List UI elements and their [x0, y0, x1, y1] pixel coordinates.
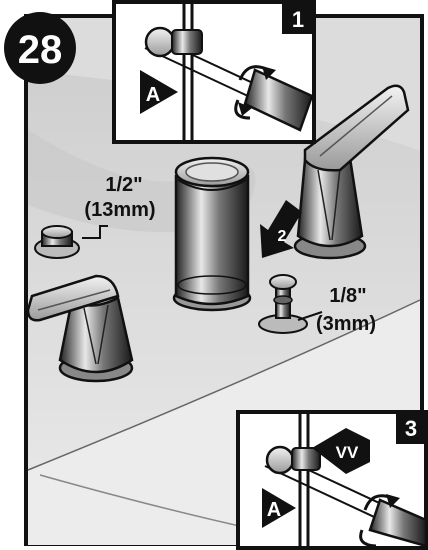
- inset-3-label-vv: VV: [336, 443, 359, 462]
- direction-arrow-2: 2: [260, 200, 302, 258]
- step-number-badge: 28: [4, 12, 76, 84]
- stopper-size-callout: 1/8" (3mm): [316, 285, 376, 335]
- cap-size-mm: (13mm): [84, 199, 155, 221]
- stopper-size-inch: 1/8": [329, 285, 366, 307]
- right-handle: [293, 84, 410, 260]
- step-number: 28: [18, 28, 63, 72]
- inset-1-number: 1: [292, 7, 304, 32]
- inset-3-number: 3: [405, 416, 417, 441]
- inset-1: 1 A: [112, 0, 316, 144]
- inset-1-label-a: A: [146, 84, 160, 106]
- cap-leader-line: [82, 225, 108, 239]
- cap-size-inch: 1/2": [105, 174, 142, 196]
- arrow-2-number: 2: [278, 228, 287, 245]
- left-handle: [26, 274, 134, 383]
- cap-size-callout: 1/2" (13mm): [84, 174, 155, 221]
- inset-3: 3 VV A: [236, 410, 428, 550]
- inset-3-label-a: A: [267, 499, 281, 521]
- stopper-leader-line: [297, 311, 323, 321]
- stopper-size-mm: (3mm): [316, 313, 376, 335]
- spout-base: [172, 156, 252, 312]
- cap-part: [34, 225, 80, 259]
- drain-stopper: [258, 274, 308, 334]
